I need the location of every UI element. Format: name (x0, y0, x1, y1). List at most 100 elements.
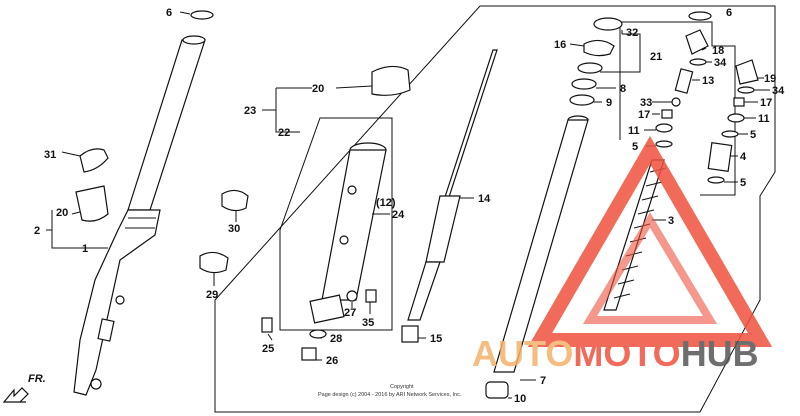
callout-28: 28 (330, 333, 342, 345)
washer-5c (707, 176, 725, 184)
clip-30 (221, 189, 249, 212)
spacer-13 (674, 68, 694, 94)
callout-19: 19 (764, 73, 776, 85)
bolt-35 (365, 289, 377, 303)
callout-13: 13 (702, 75, 714, 87)
slider-rings (125, 217, 156, 229)
damper-rod-14 (407, 49, 498, 321)
copyright-line-2: Page design (c) 2004 - 2016 by ARI Netwo… (318, 392, 462, 398)
washer-17a (661, 109, 673, 119)
callout-34-right: 34 (772, 85, 785, 97)
callout-20-left: 20 (56, 207, 68, 219)
callout-11-left: 11 (628, 125, 640, 137)
inner-fork-tube (127, 39, 206, 211)
spacer-4 (707, 142, 733, 172)
outer-slider-assembly (309, 142, 387, 324)
callout-25: 25 (262, 343, 274, 355)
o-ring-6-left (190, 10, 214, 20)
callout-10: 10 (514, 393, 526, 405)
callout-8: 8 (620, 83, 626, 95)
front-label: FR. (28, 373, 46, 385)
watermark-triangle-inner (582, 212, 718, 324)
callout-7: 7 (540, 375, 546, 387)
callout-14: 14 (478, 193, 491, 205)
washer-5a (655, 140, 673, 148)
callout-1: 1 (82, 243, 88, 255)
damper-lower (407, 261, 441, 321)
front-arrow-icon (2, 387, 29, 403)
callout-35: 35 (362, 317, 374, 329)
callout-32: 32 (626, 27, 638, 39)
clip-16 (583, 39, 615, 57)
watermark-triangle-logo (527, 136, 773, 347)
callout-6-left: 6 (166, 7, 172, 19)
slider-bolt-hole-lower (339, 235, 349, 245)
slider-window (97, 318, 115, 342)
callout-6-right: 6 (726, 7, 732, 19)
fork-cover-20-left (75, 185, 109, 222)
o-ring-34b (737, 86, 755, 94)
callout-5-left: 5 (632, 141, 638, 153)
callout-21: 21 (650, 51, 662, 63)
washer-28 (309, 329, 327, 339)
seat-11b (727, 113, 745, 123)
watermark-brand-part-1: AUTO (472, 333, 573, 374)
callout-20-center: 20 (312, 83, 324, 95)
tube-top (182, 35, 206, 45)
callout-30: 30 (228, 223, 240, 235)
nut-33 (671, 97, 681, 107)
slider-bolt-hole-upper (347, 185, 357, 195)
washer-5b (721, 130, 739, 138)
fork-cover-20-center (371, 65, 411, 96)
seal-32 (593, 17, 623, 31)
axle-hole (90, 378, 102, 390)
copyright-line-1: Copyright (390, 384, 414, 390)
callout-23: 23 (244, 105, 256, 117)
clip-31 (79, 148, 109, 173)
callout-17-left: 17 (638, 109, 650, 121)
callout-17-right: 17 (760, 97, 772, 109)
callout-9: 9 (606, 97, 612, 109)
o-ring-6-right (688, 11, 712, 21)
callout-22: 22 (278, 127, 290, 139)
bolt-26 (301, 347, 317, 361)
front-direction-indicator: FR. (2, 373, 46, 403)
callout-31: 31 (44, 149, 56, 161)
bolt-27 (346, 290, 358, 302)
seat-11a (655, 123, 673, 133)
callout-3: 3 (668, 215, 674, 227)
callout-16: 16 (554, 39, 566, 51)
washer-17b (733, 97, 745, 107)
center-tube-frame (279, 117, 393, 331)
callout-15: 15 (430, 333, 442, 345)
watermark-triangle-outer (527, 136, 773, 347)
bolts-27-35 (346, 289, 377, 303)
o-ring-34a (689, 58, 707, 66)
cap-18 (685, 29, 709, 55)
fork-tube-assembly (73, 35, 206, 396)
watermark-brand-part-2: MOTO (573, 333, 680, 374)
callout-24: 24 (392, 209, 405, 221)
callout-11-right: 11 (758, 113, 770, 125)
callout-27: 27 (344, 307, 356, 319)
bushing-10 (485, 381, 509, 399)
caliper-mount (115, 295, 125, 305)
collar-15 (401, 325, 419, 343)
inner-tube-7 (485, 115, 589, 399)
callout-33: 33 (640, 97, 652, 109)
outer-fork-slider (73, 209, 161, 396)
callout-18: 18 (712, 45, 724, 57)
damper-rod (443, 49, 498, 201)
callout-4: 4 (740, 151, 747, 163)
slider-foot (309, 294, 345, 324)
slider-body (321, 149, 387, 301)
seal-21 (577, 62, 603, 74)
callout-12: (12) (376, 197, 396, 209)
watermark-brand-part-3: HUB (681, 333, 759, 374)
watermark: AUTOMOTOHUB (472, 136, 773, 374)
callout-26: 26 (326, 355, 338, 367)
callout-34-top: 34 (714, 57, 727, 69)
callout-29: 29 (206, 289, 218, 301)
bolt-25 (261, 317, 273, 333)
right-assembly-frame (214, 5, 776, 413)
